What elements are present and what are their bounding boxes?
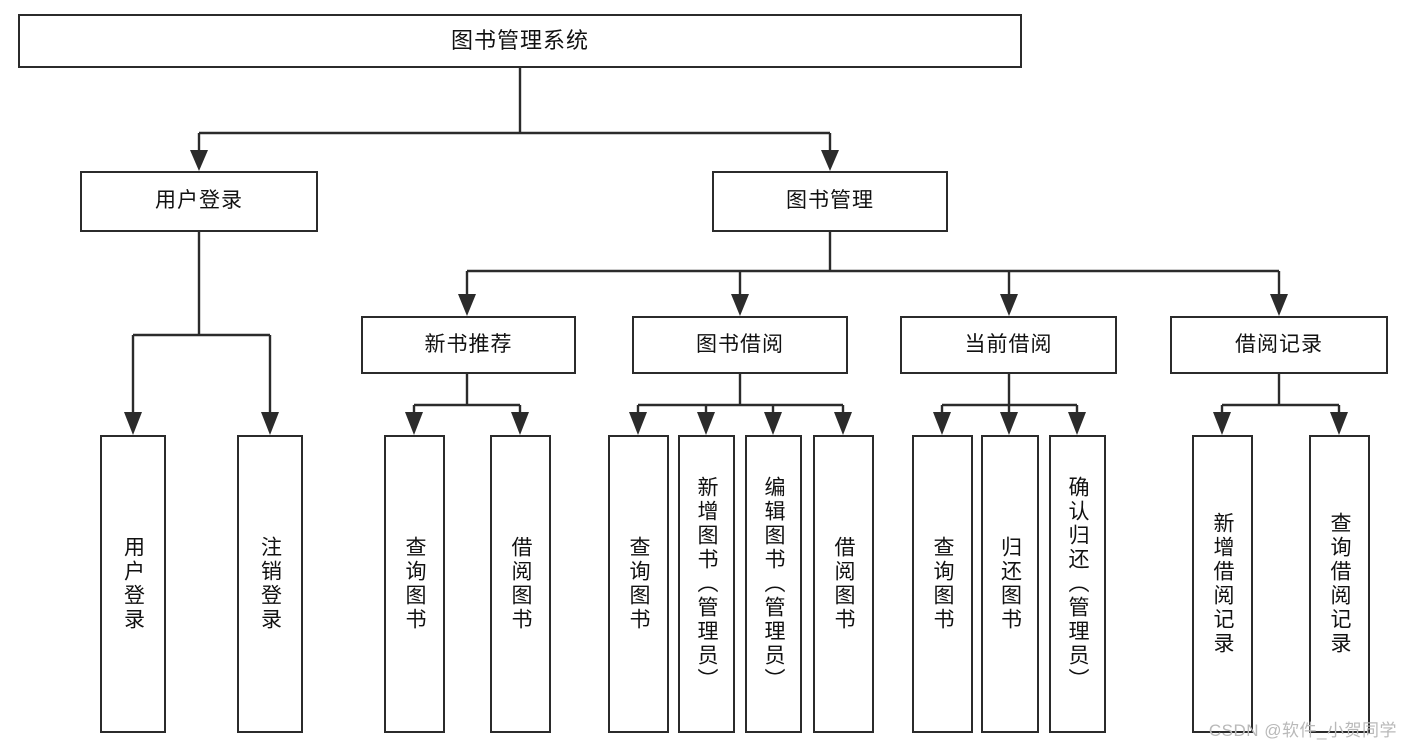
node-leaf-borrow-book-1-label: 借阅图书: [509, 536, 532, 632]
node-leaf-confirm-return-label: 确认归还（管理员）: [1066, 476, 1089, 692]
node-book-borrow[interactable]: 图书借阅: [632, 316, 848, 374]
node-new-book-recommend-label: 新书推荐: [424, 332, 513, 356]
node-leaf-query-book-3-label: 查询图书: [931, 536, 954, 632]
node-new-book-recommend[interactable]: 新书推荐: [361, 316, 576, 374]
node-leaf-user-login[interactable]: 用户登录: [100, 435, 166, 733]
node-root[interactable]: 图书管理系统: [18, 14, 1022, 68]
node-leaf-query-book-2-label: 查询图书: [627, 536, 650, 632]
node-leaf-user-logout-label: 注销登录: [258, 536, 282, 632]
node-leaf-query-record-label: 查询借阅记录: [1328, 512, 1351, 656]
node-book-management-label: 图书管理: [786, 189, 874, 213]
node-current-borrow[interactable]: 当前借阅: [900, 316, 1117, 374]
node-leaf-return-book-label: 归还图书: [998, 536, 1022, 632]
node-leaf-edit-book[interactable]: 编辑图书（管理员）: [745, 435, 802, 733]
node-leaf-query-book-1[interactable]: 查询图书: [384, 435, 445, 733]
node-leaf-query-record[interactable]: 查询借阅记录: [1309, 435, 1370, 733]
node-current-borrow-label: 当前借阅: [964, 332, 1053, 356]
node-leaf-add-record-label: 新增借阅记录: [1211, 512, 1234, 656]
node-leaf-add-book[interactable]: 新增图书（管理员）: [678, 435, 735, 733]
node-leaf-confirm-return[interactable]: 确认归还（管理员）: [1049, 435, 1106, 733]
node-root-label: 图书管理系统: [450, 28, 589, 54]
node-book-management[interactable]: 图书管理: [712, 171, 948, 232]
node-leaf-query-book-3[interactable]: 查询图书: [912, 435, 973, 733]
node-user-login[interactable]: 用户登录: [80, 171, 318, 232]
node-leaf-query-book-1-label: 查询图书: [403, 536, 426, 632]
node-leaf-borrow-book-2[interactable]: 借阅图书: [813, 435, 874, 733]
node-leaf-query-book-2[interactable]: 查询图书: [608, 435, 669, 733]
node-leaf-user-login-label: 用户登录: [121, 536, 145, 632]
node-leaf-add-record[interactable]: 新增借阅记录: [1192, 435, 1253, 733]
node-leaf-borrow-book-2-label: 借阅图书: [832, 536, 855, 632]
csdn-watermark: CSDN @软件_小贺同学: [1208, 721, 1397, 740]
node-borrow-record-label: 借阅记录: [1235, 332, 1323, 356]
node-leaf-user-logout[interactable]: 注销登录: [237, 435, 303, 733]
node-leaf-add-book-label: 新增图书（管理员）: [695, 476, 718, 692]
node-leaf-borrow-book-1[interactable]: 借阅图书: [490, 435, 551, 733]
node-user-login-label: 用户登录: [155, 189, 243, 213]
node-borrow-record[interactable]: 借阅记录: [1170, 316, 1388, 374]
node-book-borrow-label: 图书借阅: [696, 332, 784, 356]
node-leaf-return-book[interactable]: 归还图书: [981, 435, 1039, 733]
node-leaf-edit-book-label: 编辑图书（管理员）: [762, 476, 785, 692]
